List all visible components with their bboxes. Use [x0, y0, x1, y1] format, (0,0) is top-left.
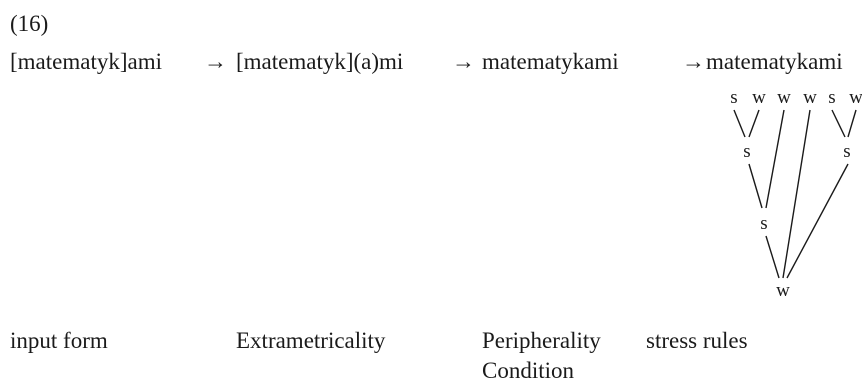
stage-label-input: input form — [10, 328, 108, 353]
stage-label-extrametricality: Extrametricality — [236, 328, 386, 353]
derivation-form-stress: matematykami — [706, 49, 843, 74]
arrow-2: → — [452, 49, 475, 74]
branch-leaf2-s1 — [748, 109, 760, 138]
tree-leaf-3: w — [777, 87, 791, 108]
arrow-3: → — [682, 49, 705, 74]
branch-leaf1-s1 — [733, 109, 746, 138]
tree-node-s-left: s — [743, 141, 751, 162]
stage-label-peripherality: Peripherality — [482, 328, 601, 353]
tree-node-s-middle: s — [760, 213, 768, 234]
tree-leaf-1: s — [730, 87, 738, 108]
example-number: (16) — [10, 11, 49, 36]
branch-s1-s3 — [748, 163, 763, 209]
branch-s2-w — [786, 163, 849, 279]
stage-label-stress: stress rules — [646, 328, 748, 353]
derivation-form-input: [matematyk]ami — [10, 49, 162, 74]
tree-leaf-4: w — [803, 87, 817, 108]
derivation-form-peripherality: matematykami — [482, 49, 619, 74]
tree-node-s-right: s — [843, 141, 851, 162]
branch-leaf5-s2 — [831, 109, 846, 138]
branch-leaf4-w — [782, 109, 811, 279]
tree-leaf-5: s — [828, 87, 836, 108]
tree-leaf-2: w — [752, 87, 766, 108]
branch-leaf3-s3 — [765, 109, 785, 209]
branch-s3-w — [765, 235, 780, 279]
tree-node-w-root: w — [776, 280, 790, 301]
arrow-1: → — [204, 49, 227, 74]
branch-leaf6-s2 — [847, 109, 857, 138]
stage-label-condition: Condition — [482, 358, 575, 383]
derivation-form-extrametricality: [matematyk](a)mi — [236, 49, 404, 74]
tree-leaf-6: w — [849, 87, 862, 108]
